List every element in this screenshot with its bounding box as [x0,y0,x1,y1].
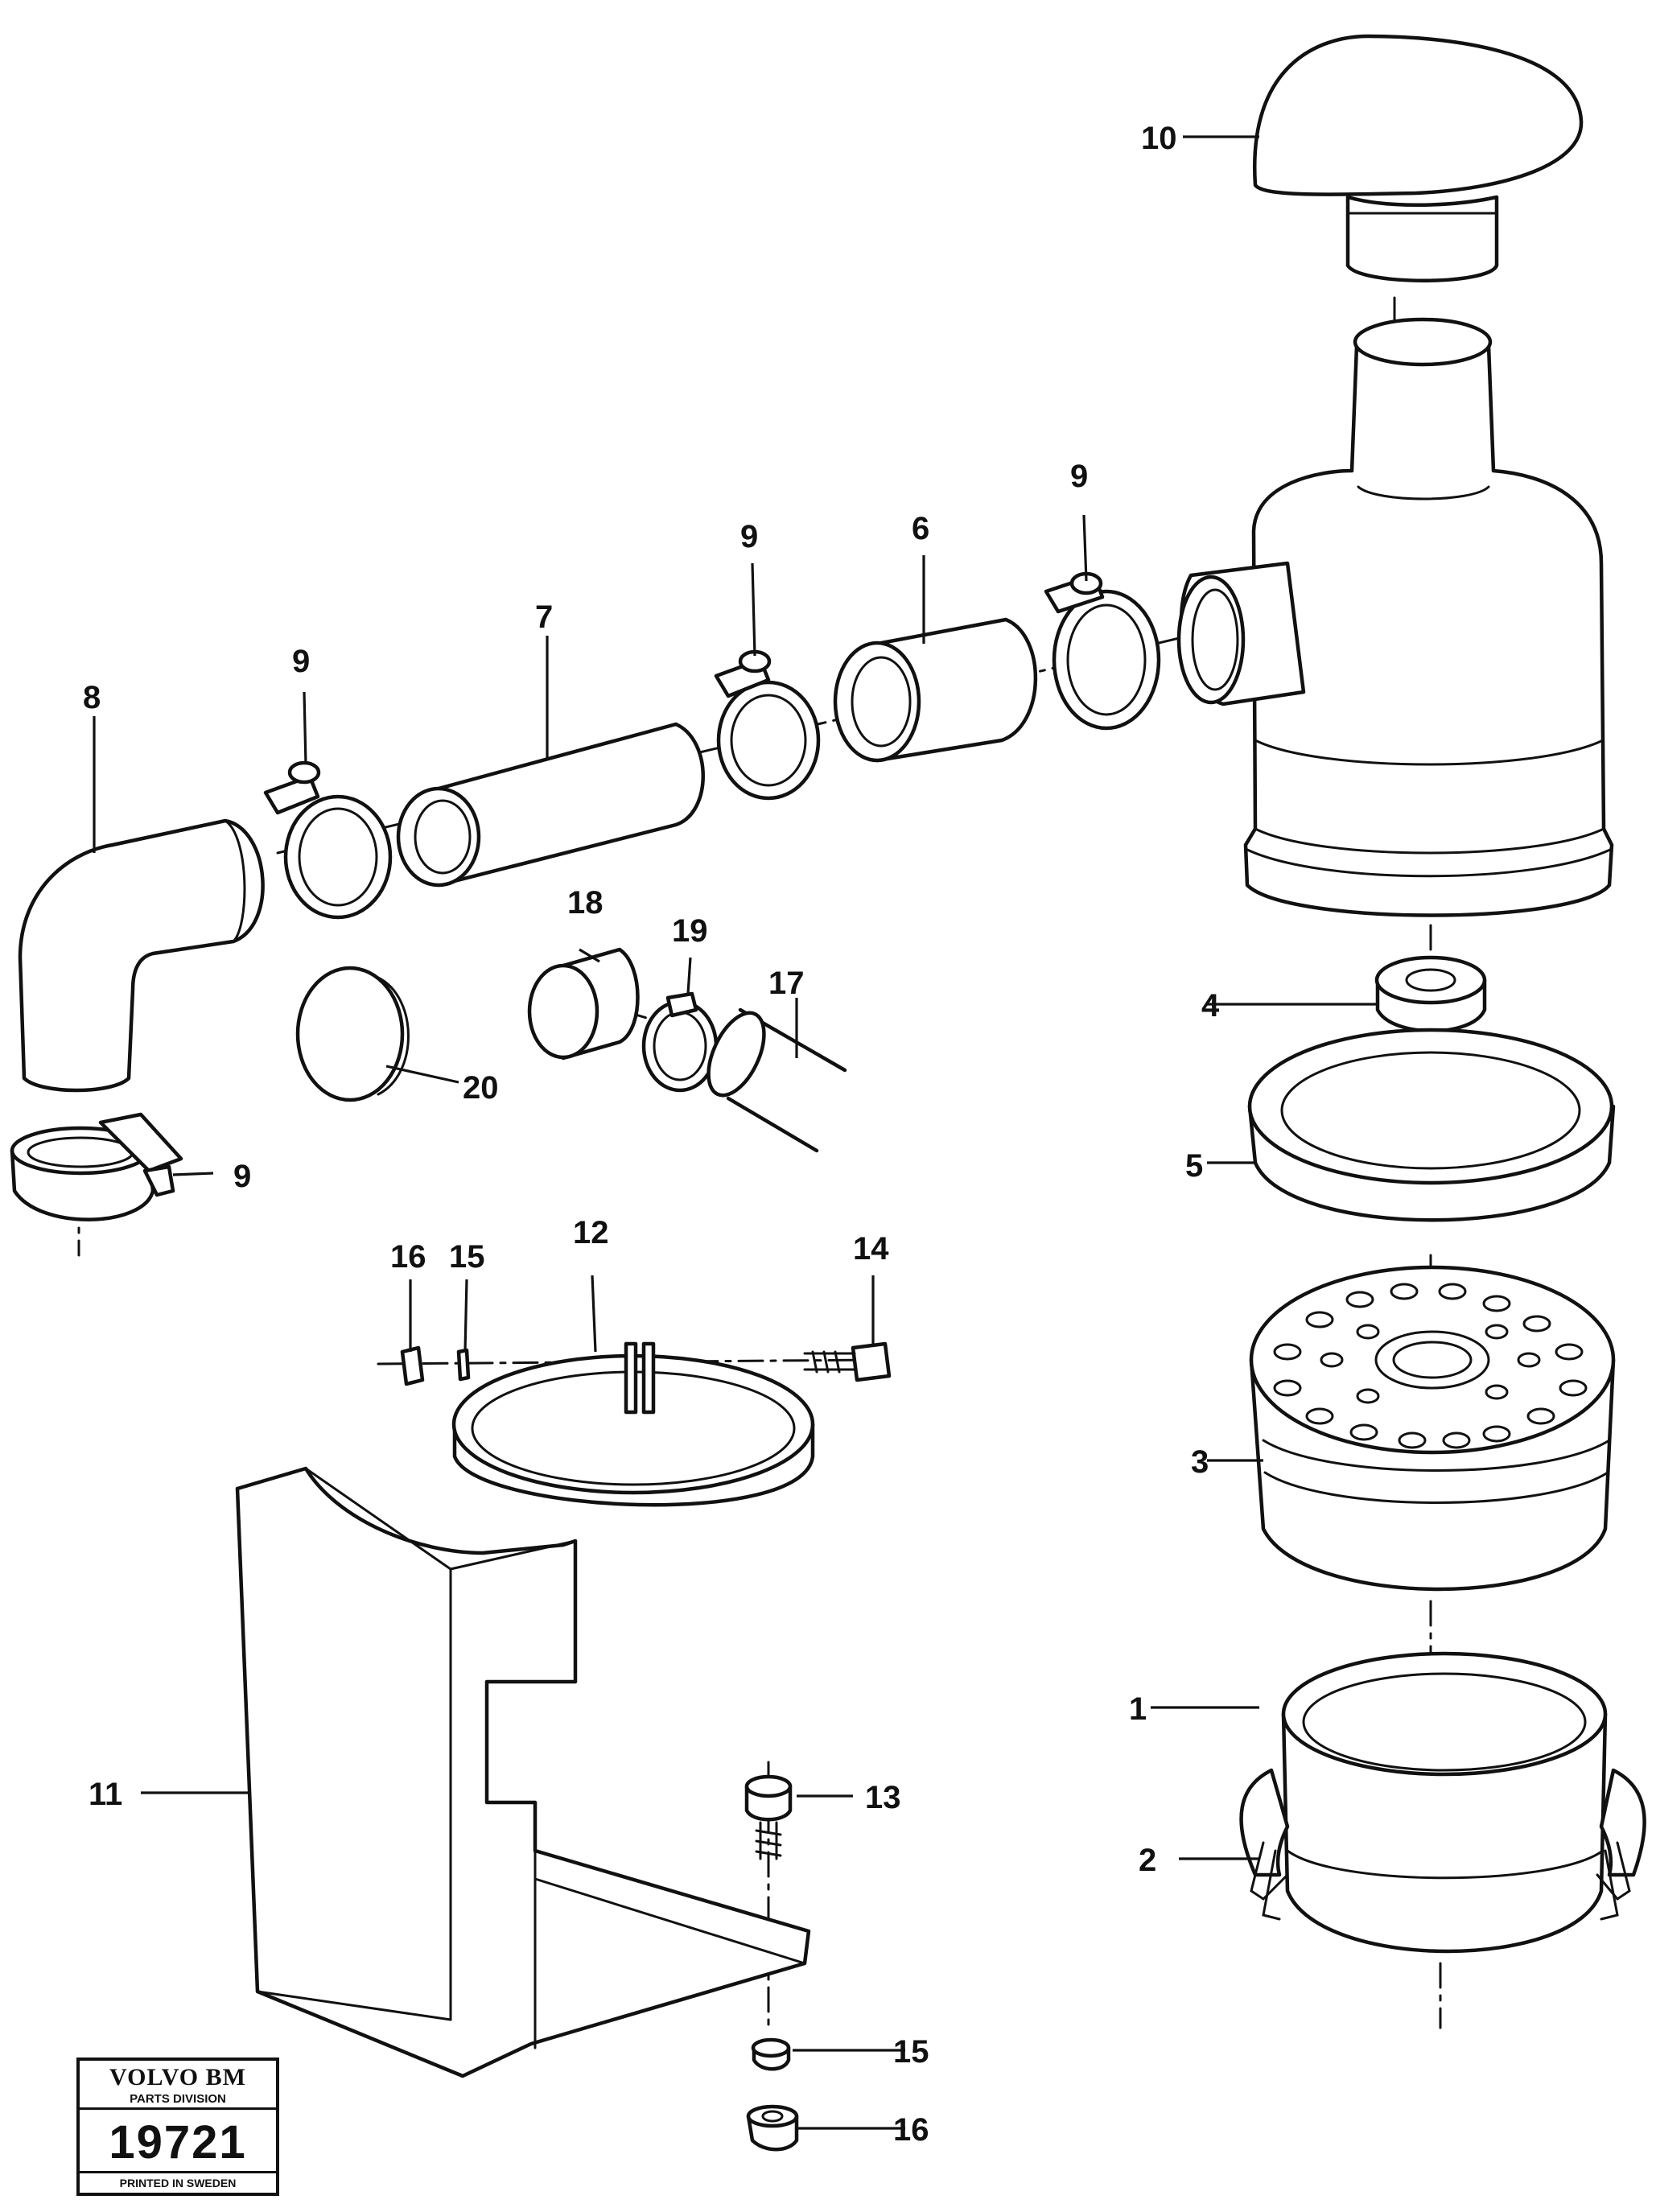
leader-lines [93,135,1376,2130]
stamp-drawing-number: 19721 [109,2116,247,2169]
callout-13: 13 [865,1780,901,1815]
callout-12: 12 [573,1215,609,1250]
dust-bowl-1 [1239,1651,1646,1954]
callout-9-b: 9 [740,519,758,554]
bolt-13 [744,1774,793,1860]
hose-clamp-9-a [263,760,393,920]
stamp-brand: VOLVO BM [109,2064,246,2090]
sleeve-18 [527,947,640,1061]
washer-15-lower [751,2037,791,2071]
stamp-printed-note: PRINTED IN SWEDEN [80,2171,276,2193]
hose-7 [396,722,705,888]
bracket-11 [235,1466,811,2078]
callout-9-a: 9 [292,644,310,679]
filter-element-3 [1249,1265,1616,1592]
hose-6 [833,617,1038,763]
callout-8: 8 [83,680,101,715]
callout-15-lower: 15 [893,2034,929,2070]
callout-6: 6 [912,511,929,546]
bowl-clamps-2 [1250,1841,1631,1921]
callout-20: 20 [463,1070,499,1106]
callout-14: 14 [853,1231,889,1267]
clamp-band-12 [451,1341,815,1507]
callout-9-c: 9 [1070,459,1088,494]
hose-clamp-9-b [714,649,821,801]
hose-clamp-19 [641,991,719,1093]
bolt-14 [803,1341,892,1382]
callout-labels: 10 9 9 6 7 9 8 18 19 17 20 9 4 5 3 1 2 1… [83,121,1220,2148]
callout-11: 11 [89,1777,122,1812]
callout-17: 17 [768,966,805,1001]
callout-4: 4 [1201,988,1220,1024]
hose-clamp-9-c [1044,571,1161,731]
callout-19: 19 [672,913,708,949]
washer-15-upper [456,1348,471,1382]
plug-20 [295,966,410,1102]
filter-holes [1273,1283,1588,1449]
callout-7: 7 [535,599,553,635]
gasket-5 [1247,1028,1616,1222]
callout-10: 10 [1141,121,1177,156]
callout-5: 5 [1185,1148,1203,1184]
callout-16-lower: 16 [893,2112,929,2148]
volvo-parts-stamp: VOLVO BM PARTS DIVISION 19721 PRINTED IN… [76,2058,279,2196]
callout-1: 1 [1129,1691,1147,1727]
air-cleaner-housing [1176,317,1614,917]
callout-18: 18 [567,885,603,921]
hose-17 [706,1007,847,1153]
callout-9-d: 9 [233,1159,251,1194]
hose-clamp-9-d [10,1112,183,1221]
callout-15-upper: 15 [449,1239,485,1275]
elbow-hose-8 [18,818,265,1093]
nut-16-lower [746,2104,799,2152]
seal-4 [1374,955,1487,1033]
nut-16-upper [400,1345,425,1386]
rain-cap-10 [1252,34,1584,282]
callout-3: 3 [1191,1444,1209,1480]
callout-2: 2 [1139,1843,1156,1878]
stamp-division: PARTS DIVISION [80,2091,276,2110]
callout-16-upper: 16 [390,1239,426,1275]
